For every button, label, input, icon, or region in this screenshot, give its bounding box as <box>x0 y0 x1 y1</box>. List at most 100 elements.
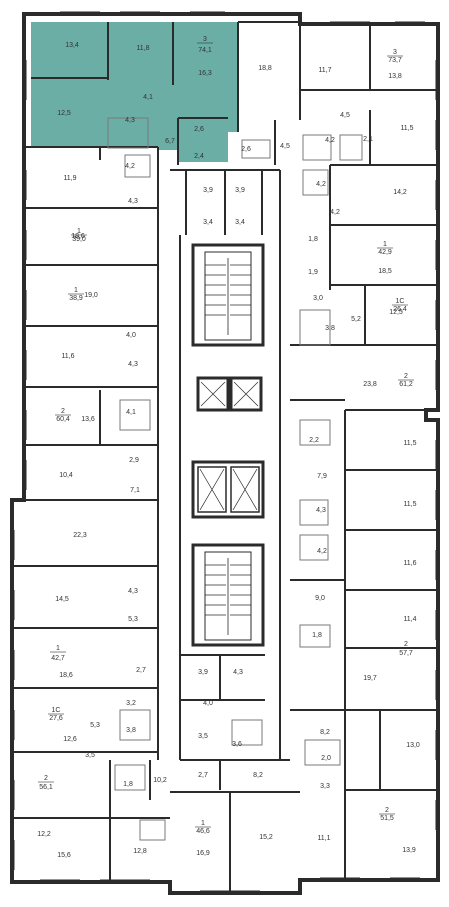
room-area-label: 11,8 <box>136 45 149 52</box>
room-area-label: 3,9 <box>203 187 213 194</box>
room-area-label: 3,4 <box>235 219 245 226</box>
room-area-label: 10,2 <box>153 777 167 784</box>
room-area-label: 11,1 <box>317 835 330 842</box>
room-area-label: 2,4 <box>194 153 204 160</box>
apartment-room-count: 3 <box>203 36 207 43</box>
room-area-label: 4,3 <box>128 198 138 205</box>
apartment-room-count: 1 <box>77 228 81 235</box>
room-area-label: 3,8 <box>325 325 335 332</box>
room-area-label: 11,6 <box>403 560 416 567</box>
apartment-room-count: 2 <box>404 641 408 648</box>
apartment-total-area: 38,9 <box>69 295 83 302</box>
apartment-total-area: 57,7 <box>399 650 413 657</box>
room-area-label: 16,9 <box>196 850 210 857</box>
room-area-label: 14,2 <box>393 189 407 196</box>
room-area-label: 13,6 <box>81 416 95 423</box>
apartment-total-area: 42,9 <box>378 249 392 256</box>
room-area-label: 18,6 <box>59 672 73 679</box>
room-area-label: 6,7 <box>165 138 175 145</box>
room-area-label: 2,7 <box>136 667 146 674</box>
room-area-label: 12,5 <box>57 110 71 117</box>
apartment-total-area: 51,5 <box>380 815 394 822</box>
apartment-room-count: 1 <box>383 241 387 248</box>
room-area-label: 1,8 <box>312 632 322 639</box>
apartment-total-area: 74,1 <box>198 47 212 54</box>
room-area-label: 5,3 <box>128 616 138 623</box>
room-area-label: 19,7 <box>363 675 377 682</box>
room-area-label: 4,3 <box>125 117 135 124</box>
room-area-label: 12,5 <box>389 309 403 316</box>
room-area-label: 13,4 <box>65 42 79 49</box>
room-area-label: 4,2 <box>316 181 326 188</box>
room-area-label: 9,0 <box>315 595 325 602</box>
room-area-label: 4,3 <box>128 588 138 595</box>
room-area-label: 4,0 <box>126 332 136 339</box>
room-area-label: 8,2 <box>253 772 263 779</box>
room-area-label: 18,5 <box>378 268 392 275</box>
room-area-label: 2,7 <box>198 772 208 779</box>
room-area-label: 16,3 <box>198 70 212 77</box>
apartment-room-count: 1С <box>52 707 61 714</box>
room-area-label: 4,1 <box>143 94 153 101</box>
window-marks <box>13 11 437 892</box>
apartment-room-count: 1 <box>56 645 60 652</box>
apartment-room-count: 1 <box>74 287 78 294</box>
room-area-label: 4,3 <box>316 507 326 514</box>
room-area-label: 5,3 <box>90 722 100 729</box>
room-area-label: 10,4 <box>59 472 73 479</box>
room-area-label: 11,9 <box>63 175 76 182</box>
room-area-label: 3,5 <box>198 733 208 740</box>
room-area-label: 2,2 <box>309 437 319 444</box>
apartment-room-count: 1 <box>201 820 205 827</box>
room-area-label: 3,2 <box>126 700 136 707</box>
apartment-total-area: 26,4 <box>393 306 407 313</box>
room-area-label: 13,9 <box>402 847 416 854</box>
room-area-label: 1,8 <box>123 781 133 788</box>
room-area-label: 15,2 <box>259 834 273 841</box>
room-area-label: 8,2 <box>320 729 330 736</box>
room-area-label: 3,3 <box>320 783 330 790</box>
room-area-label: 3,5 <box>85 752 95 759</box>
interior-walls <box>12 21 438 893</box>
room-area-label: 4,0 <box>203 700 213 707</box>
room-area-label: 4,2 <box>325 137 335 144</box>
room-area-label: 2,0 <box>321 755 331 762</box>
room-area-label: 15,6 <box>57 852 71 859</box>
apartment-total-area: 60,4 <box>56 416 70 423</box>
highlighted-apartment-fill[interactable] <box>31 22 238 162</box>
room-area-label: 4,3 <box>233 669 243 676</box>
room-area-label: 11,5 <box>403 501 416 508</box>
room-area-label: 3,8 <box>126 727 136 734</box>
room-area-label: 18,6 <box>71 233 85 240</box>
apartment-total-area: 39,0 <box>72 236 86 243</box>
room-area-label: 2,6 <box>241 146 251 153</box>
room-area-label: 2,9 <box>129 457 139 464</box>
room-area-label: 4,2 <box>125 163 135 170</box>
room-area-label: 14,5 <box>55 596 69 603</box>
apartment-room-count: 2 <box>404 373 408 380</box>
room-area-label: 11,7 <box>318 67 331 74</box>
room-area-label: 13,8 <box>388 73 402 80</box>
room-area-label: 3,0 <box>313 295 323 302</box>
apartment-total-area: 27,6 <box>49 715 63 722</box>
room-area-label: 7,9 <box>317 473 327 480</box>
room-area-label: 12,6 <box>63 736 77 743</box>
room-area-label: 4,2 <box>330 209 340 216</box>
apartment-room-count: 3 <box>393 49 397 56</box>
apartment-room-count: 1С <box>396 298 405 305</box>
room-area-label: 23,8 <box>363 381 377 388</box>
room-area-label: 18,8 <box>258 65 272 72</box>
apartment-total-area: 46,6 <box>196 828 210 835</box>
room-area-label: 4,1 <box>126 409 136 416</box>
room-area-label: 19,0 <box>84 292 98 299</box>
bathrooms <box>107 117 363 841</box>
room-area-label: 3,6 <box>232 741 242 748</box>
building-core <box>179 170 281 760</box>
room-area-label: 22,3 <box>73 532 87 539</box>
room-area-label: 3,9 <box>198 669 208 676</box>
room-area-label: 5,2 <box>351 316 361 323</box>
apartment-room-count: 2 <box>44 775 48 782</box>
room-area-label: 4,3 <box>128 361 138 368</box>
